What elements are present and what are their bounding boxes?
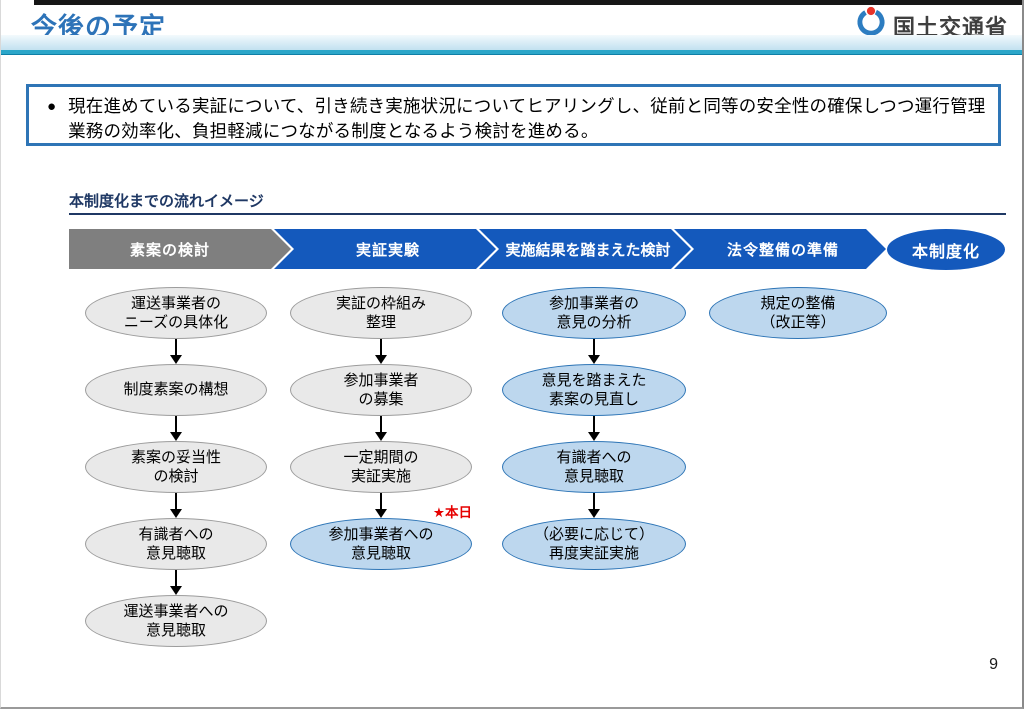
flow-title-underline	[69, 213, 1006, 215]
header-teal-line	[1, 50, 1022, 55]
arrow-down-icon	[290, 493, 472, 518]
today-marker: ★本日	[432, 505, 472, 520]
arrow-down-icon	[290, 339, 472, 364]
phase-chevron-demonstration: 実証実験	[274, 229, 496, 269]
summary-box: ● 現在進めている実証について、引き続き実施状況についてヒアリングし、従前と同等…	[26, 84, 1001, 146]
flow-step-label: 一定期間の 実証実施	[343, 448, 419, 486]
page-number: 9	[989, 656, 998, 673]
flow-step-label: 運送事業者の ニーズの具体化	[123, 294, 229, 332]
flow-step-label: 運送事業者への 意見聴取	[123, 602, 229, 640]
flow-step-label: 意見を踏まえた 素案の見直し	[541, 371, 647, 409]
flow-step-label: 有識者への 意見聴取	[138, 525, 214, 563]
phase-final-institutionalization: 本制度化	[887, 229, 1005, 270]
flow-step: 有識者への 意見聴取	[502, 441, 686, 493]
flow-step-label: 制度素案の構想	[123, 381, 229, 399]
flow-section-title: 本制度化までの流れイメージ	[69, 193, 264, 210]
arrow-down-icon	[502, 416, 686, 441]
flow-column-draft-review: 運送事業者の ニーズの具体化 制度素案の構想 素案の妥当性 の検討 有識者への …	[85, 287, 267, 647]
flow-column-demonstration: 実証の枠組み 整理 参加事業者 の募集 一定期間の 実証実施 参加事業者への 意…	[290, 287, 472, 570]
flow-step: 運送事業者の ニーズの具体化	[85, 287, 267, 339]
flow-step-label: 参加事業者への 意見聴取	[328, 525, 434, 563]
flow-step: 有識者への 意見聴取	[85, 518, 267, 570]
flow-step-current: 参加事業者への 意見聴取	[290, 518, 472, 570]
flow-step: 素案の妥当性 の検討	[85, 441, 267, 493]
arrow-down-icon	[85, 570, 267, 595]
flow-step-label: 参加事業者の 意見の分析	[548, 294, 639, 332]
flow-step-label: 有識者への 意見聴取	[556, 448, 632, 486]
flow-step: 意見を踏まえた 素案の見直し	[502, 364, 686, 416]
flow-column-legislation-prep: 規定の整備 （改正等）	[709, 287, 887, 339]
flow-step-label: 実証の枠組み 整理	[335, 294, 426, 332]
flow-column-results-review: 参加事業者の 意見の分析 意見を踏まえた 素案の見直し 有識者への 意見聴取 （…	[502, 287, 686, 570]
summary-text: 現在進めている実証について、引き続き実施状況についてヒアリングし、従前と同等の安…	[68, 96, 986, 142]
phase-chevron-results-review: 実施結果を踏まえた検討	[479, 229, 691, 269]
arrow-down-icon	[502, 339, 686, 364]
flow-step: 実証の枠組み 整理	[290, 287, 472, 339]
arrow-down-icon	[85, 339, 267, 364]
top-border-bar	[34, 0, 1022, 5]
arrow-down-icon	[85, 493, 267, 518]
flow-step: （必要に応じて） 再度実証実施	[502, 518, 686, 570]
flow-step: 参加事業者 の募集	[290, 364, 472, 416]
flow-step-label: 規定の整備 （改正等）	[760, 294, 836, 332]
flow-step: 運送事業者への 意見聴取	[85, 595, 267, 647]
flow-step-label: 参加事業者 の募集	[343, 371, 419, 409]
bullet-icon: ●	[47, 98, 57, 115]
flow-step: 参加事業者の 意見の分析	[502, 287, 686, 339]
arrow-down-icon	[502, 493, 686, 518]
flow-step-label: （必要に応じて） 再度実証実施	[533, 525, 654, 563]
phase-chevron-legislation-prep: 法令整備の準備	[674, 229, 886, 269]
flow-step-label: 素案の妥当性 の検討	[130, 448, 221, 486]
phase-chevron-draft-review: 素案の検討	[69, 229, 291, 269]
arrow-down-icon	[85, 416, 267, 441]
flow-step: 規定の整備 （改正等）	[709, 287, 887, 339]
arrow-down-icon	[290, 416, 472, 441]
header-gradient-band	[1, 35, 1022, 50]
flow-step: 一定期間の 実証実施	[290, 441, 472, 493]
flow-step: 制度素案の構想	[85, 364, 267, 416]
